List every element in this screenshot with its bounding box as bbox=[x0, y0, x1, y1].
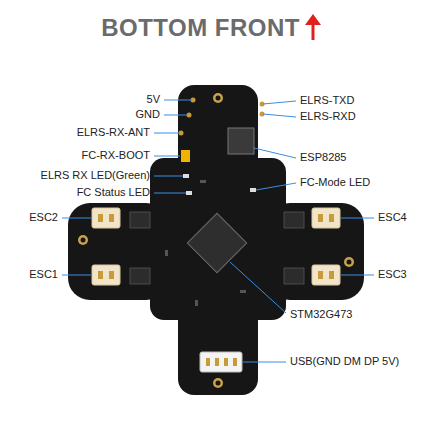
pin-label: 5V bbox=[147, 93, 160, 106]
pin-label: ESC2 bbox=[29, 211, 58, 224]
mcu-chip bbox=[187, 213, 246, 272]
pin-label: FC Status LED bbox=[77, 186, 150, 199]
pin-label: ELRS RX LED(Green) bbox=[41, 169, 150, 182]
front-arrow bbox=[305, 14, 321, 40]
pin-label: ELRS-RXD bbox=[300, 110, 356, 123]
pin-label: STM32G473 bbox=[290, 308, 352, 321]
pin-label: ESC4 bbox=[378, 211, 407, 224]
usb-connector bbox=[200, 352, 242, 372]
esp-chip bbox=[228, 128, 254, 154]
esc-connector bbox=[92, 208, 340, 285]
mosfet bbox=[130, 212, 304, 284]
led bbox=[186, 191, 192, 195]
pin-label: ESP8285 bbox=[300, 151, 346, 164]
pin-label: USB(GND DM DP 5V) bbox=[290, 355, 399, 368]
pin-label: GND bbox=[136, 108, 160, 121]
pin-label: ESC3 bbox=[378, 268, 407, 281]
pin-label: ELRS-TXD bbox=[300, 94, 354, 107]
led bbox=[250, 188, 256, 192]
boot-button bbox=[181, 150, 190, 162]
leader-line bbox=[62, 100, 374, 362]
pin-label: ESC1 bbox=[29, 268, 58, 281]
page-title: BOTTOM FRONT bbox=[101, 14, 300, 43]
circuit-board bbox=[68, 85, 364, 395]
pin-label: FC-Mode LED bbox=[300, 176, 370, 189]
pin-label: FC-RX-BOOT bbox=[82, 149, 150, 162]
led bbox=[183, 174, 189, 178]
pin-label: ELRS-RX-ANT bbox=[77, 126, 150, 139]
